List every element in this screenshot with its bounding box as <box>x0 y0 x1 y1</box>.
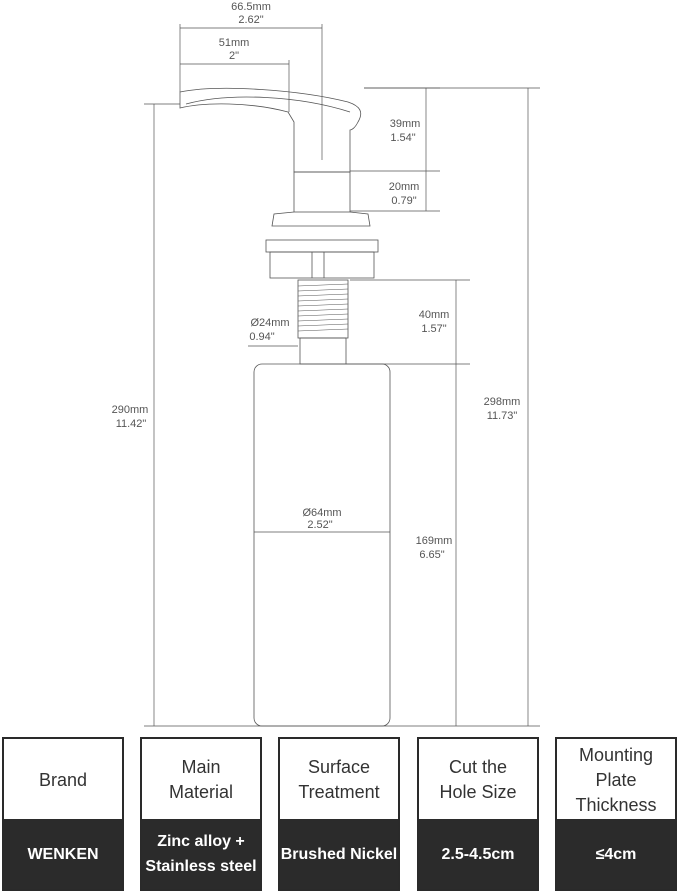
dim-bottle-height-mm: 169mm <box>416 535 453 547</box>
dim-shank-diameter-mm: Ø24mm <box>250 317 289 329</box>
dim-overall-left-mm: 290mm <box>112 404 149 416</box>
bottle-neck <box>299 337 347 365</box>
spec-card-material: Main Material Zinc alloy + Stainless ste… <box>140 737 262 891</box>
dim-collar-height-mm: 20mm <box>389 181 420 193</box>
dim-overall-left-inch: 11.42" <box>116 418 147 430</box>
mounting-plate <box>265 239 379 253</box>
pump-spout-highlight <box>185 96 351 113</box>
dim-bottle-height-inch: 6.65" <box>419 549 444 561</box>
dimension-lines <box>144 24 540 727</box>
spec-card-brand: Brand WENKEN <box>2 737 124 891</box>
spec-value: Zinc alloy + Stainless steel <box>142 819 260 889</box>
spec-card-row: Brand WENKEN Main Material Zinc alloy + … <box>0 737 679 893</box>
dim-bottle-diameter-mm: Ø64mm <box>302 507 341 519</box>
dim-spout-reach-mm: 51mm <box>219 37 250 49</box>
spec-card-plate-thickness: Mounting Plate Thickness ≤4cm <box>555 737 677 891</box>
spec-label: Cut the Hole Size <box>439 757 517 802</box>
spec-label: Brand <box>38 769 88 790</box>
mounting-nut <box>269 251 375 279</box>
dim-bottle-diameter-inch: 2.52" <box>307 519 332 531</box>
spec-card-surface: Surface Treatment Brushed Nickel <box>278 737 400 891</box>
dispenser-dimension-diagram: 66.5mm 2.62" 51mm 2" 39mm 1.54" 20mm 0.7… <box>112 1 540 727</box>
pump-collar <box>293 171 351 213</box>
collar-flare <box>271 211 371 227</box>
soap-bottle <box>253 363 391 727</box>
spec-label: Mounting Plate Thickness <box>575 744 657 815</box>
dim-spout-width-inch: 2.62" <box>238 14 263 26</box>
dim-spout-height-mm: 39mm <box>390 118 421 130</box>
spec-label: Surface Treatment <box>298 757 380 802</box>
dim-shank-length-mm: 40mm <box>419 309 450 321</box>
spec-value: WENKEN <box>4 819 122 889</box>
dim-shank-length-inch: 1.57" <box>421 323 446 335</box>
pump-spout-outline <box>179 87 362 173</box>
dim-overall-right-inch: 11.73" <box>487 410 518 422</box>
dim-collar-height-inch: 0.79" <box>391 195 416 207</box>
dim-spout-height-inch: 1.54" <box>390 132 415 144</box>
shank-threads <box>297 283 349 332</box>
dim-shank-diameter-inch: 0.94" <box>249 331 274 343</box>
spec-card-hole-size: Cut the Hole Size 2.5-4.5cm <box>417 737 539 891</box>
spec-value: Brushed Nickel <box>280 819 398 889</box>
dim-spout-reach-inch: 2" <box>229 50 239 62</box>
dim-spout-width-mm: 66.5mm <box>231 1 271 13</box>
dim-overall-right-mm: 298mm <box>484 396 521 408</box>
spec-value: 2.5-4.5cm <box>419 819 537 889</box>
spec-label: Main Material <box>168 757 234 802</box>
spec-value: ≤4cm <box>557 819 675 889</box>
dimension-labels: 66.5mm 2.62" 51mm 2" 39mm 1.54" 20mm 0.7… <box>112 1 521 561</box>
